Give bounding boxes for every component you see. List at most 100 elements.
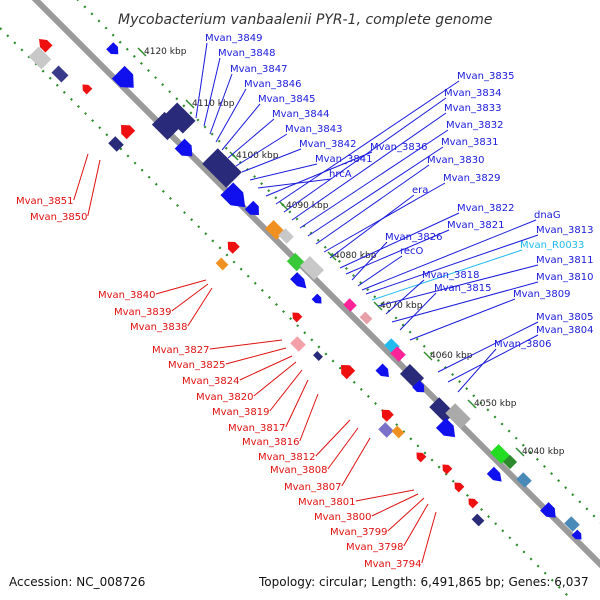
reverse-leader-line [403, 503, 429, 547]
forward-gene [299, 255, 325, 281]
forward-gene-label: Mvan_3822 [457, 203, 514, 214]
forward-gene [486, 466, 502, 482]
forward-gene [359, 311, 373, 325]
reverse-gene-label: Mvan_3812 [258, 452, 315, 463]
reverse-leader-line [371, 493, 419, 517]
reverse-leader-line [209, 339, 283, 350]
tick-label: 4100 kbp [236, 151, 279, 161]
forward-gene [220, 182, 246, 208]
reverse-gene [378, 422, 394, 438]
map-title: Mycobacterium vanbaalenii PYR-1, complet… [118, 12, 493, 28]
reverse-leader-line [155, 279, 207, 295]
tick-label: 4070 kbp [380, 301, 423, 311]
tick-label: 4040 kbp [522, 447, 565, 457]
forward-leader-line [227, 118, 275, 159]
tick-label: 4080 kbp [334, 251, 377, 261]
forward-leader-line [307, 146, 444, 237]
forward-gene-label: Mvan_3811 [536, 255, 593, 266]
forward-gene [290, 272, 307, 289]
forward-gene-label: Mvan_3815 [434, 283, 491, 294]
reverse-gene [341, 365, 356, 380]
forward-gene-label: Mvan_3834 [444, 88, 501, 99]
reverse-gene [381, 409, 394, 422]
tick-mark [515, 447, 525, 457]
forward-gene-label: Mvan_3826 [385, 232, 442, 243]
forward-gene-label: Mvan_3833 [444, 103, 501, 114]
reverse-gene [292, 312, 303, 323]
forward-gene-label: Mvan_3832 [446, 120, 503, 131]
tick-mark [467, 399, 477, 409]
reverse-gene [416, 452, 427, 463]
forward-leader-line [283, 97, 447, 213]
forward-leader-line [257, 178, 332, 189]
forward-leader-line [399, 292, 437, 331]
forward-leader-line [329, 194, 415, 259]
reverse-gene-label: Mvan_3800 [314, 512, 371, 523]
tick-label: 4060 kbp [430, 351, 473, 361]
reverse-gene-label: Mvan_3817 [228, 423, 285, 434]
genome-summary-text: Topology: circular; Length: 6,491,865 bp… [258, 575, 589, 589]
forward-gene-label: era [412, 185, 428, 196]
reverse-gene [28, 46, 52, 70]
forward-gene [343, 298, 357, 312]
reverse-gene-label: Mvan_3839 [114, 307, 171, 318]
reverse-leader-line [355, 489, 415, 502]
forward-gene [445, 403, 471, 429]
reverse-gene [215, 257, 229, 271]
forward-leader-line [371, 249, 523, 301]
reverse-gene-label: Mvan_3799 [330, 527, 387, 538]
forward-leader-line [437, 321, 539, 373]
tick-mark [279, 201, 289, 211]
forward-dotted-track [76, 0, 600, 524]
forward-gene [540, 502, 556, 518]
reverse-leader-line [327, 427, 359, 470]
forward-leader-line [221, 103, 261, 151]
forward-leader-line [215, 88, 247, 143]
reverse-gene [471, 513, 485, 527]
forward-gene [571, 529, 582, 540]
forward-leader-line [195, 42, 208, 119]
forward-gene-label: Mvan_3809 [513, 289, 570, 300]
reverse-gene [108, 136, 124, 152]
tick-label: 4050 kbp [474, 399, 517, 409]
forward-leader-line [345, 229, 450, 275]
forward-gene-label: Mvan_3821 [447, 220, 504, 231]
forward-leader-line [385, 279, 425, 315]
forward-gene-label: Mvan_3846 [244, 79, 301, 90]
forward-gene-label: Mvan_3829 [443, 173, 500, 184]
tick-mark [229, 151, 239, 161]
reverse-leader-line [341, 437, 371, 487]
tick-label: 4120 kbp [144, 47, 187, 57]
reverse-leader-line [239, 355, 293, 381]
forward-gene [286, 252, 306, 272]
reverse-gene [391, 425, 405, 439]
reverse-gene [313, 351, 323, 361]
reverse-gene-label: Mvan_3819 [212, 407, 269, 418]
reverse-gene [468, 498, 479, 509]
reverse-leader-line [187, 287, 213, 327]
forward-gene [564, 516, 580, 532]
forward-gene-label: Mvan_3844 [272, 109, 329, 120]
forward-gene [174, 138, 193, 157]
reverse-gene-label: Mvan_3816 [242, 437, 299, 448]
forward-leader-line [339, 212, 460, 269]
forward-gene-label: Mvan_3813 [536, 225, 593, 236]
forward-gene [412, 380, 425, 393]
reverse-gene-label: Mvan_3851 [16, 196, 73, 207]
forward-leader-line [365, 234, 539, 295]
forward-gene-label: Mvan_3818 [422, 270, 479, 281]
reverse-gene-label: Mvan_3808 [270, 465, 327, 476]
label-leader-lines [73, 42, 539, 564]
reverse-gene [442, 464, 453, 475]
forward-gene-label: Mvan_3847 [230, 64, 287, 75]
reverse-gene-label: Mvan_3838 [130, 322, 187, 333]
reverse-gene-label: Mvan_3820 [196, 392, 253, 403]
forward-gene-label: Mvan_3848 [218, 48, 275, 59]
reverse-leader-line [73, 153, 89, 201]
reverse-leader-line [315, 419, 351, 457]
forward-gene [244, 200, 259, 215]
forward-gene [502, 454, 518, 470]
forward-gene [151, 111, 181, 141]
